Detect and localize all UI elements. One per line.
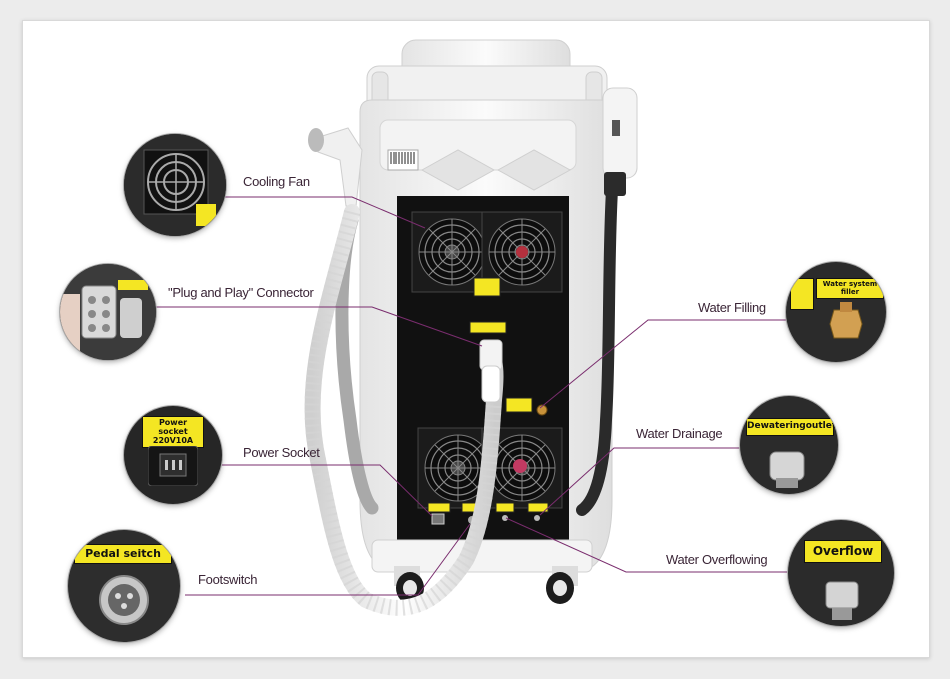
vent-grille bbox=[420, 149, 572, 191]
leader-lines bbox=[150, 196, 792, 596]
barcode-sticker bbox=[387, 149, 419, 171]
water-system-filler-tag: Water system filler bbox=[816, 278, 884, 300]
right-handpiece bbox=[602, 87, 638, 196]
water-drainage-callout: Dewateringoutlet bbox=[740, 396, 838, 494]
plug-connector-callout bbox=[60, 264, 156, 360]
warning-sticker bbox=[469, 321, 507, 334]
handpiece-cable bbox=[576, 184, 618, 516]
water-filling-callout: Water system filler bbox=[786, 262, 886, 362]
water-filling-label: Water Filling bbox=[698, 300, 766, 315]
warning-sticker bbox=[495, 502, 515, 513]
plug-connector bbox=[479, 339, 503, 403]
dewatering-outlet-tag: Dewateringoutlet bbox=[746, 418, 836, 436]
drainage-port bbox=[534, 515, 540, 521]
footswitch-callout: Pedal seitch bbox=[68, 530, 180, 642]
power-socket-tag: Power socket 220V10A bbox=[142, 416, 204, 449]
cooling-fan-label: Cooling Fan bbox=[243, 174, 310, 189]
water-overflowing-callout: Overflow bbox=[788, 520, 894, 626]
water-drainage-label: Water Drainage bbox=[636, 426, 723, 441]
water-overflowing-label: Water Overflowing bbox=[666, 552, 768, 567]
machine-base bbox=[371, 539, 593, 604]
plug-and-play-label: "Plug and Play" Connector bbox=[168, 285, 314, 300]
water-filler-port bbox=[536, 404, 548, 416]
power-socket-label: Power Socket bbox=[243, 445, 320, 460]
left-handpiece bbox=[308, 127, 363, 207]
overflow-port bbox=[502, 515, 508, 521]
pedal-switch-tag: Pedal seitch bbox=[74, 544, 172, 565]
warning-sticker bbox=[427, 502, 451, 513]
power-socket-callout: Power socket 220V10A bbox=[124, 406, 222, 504]
footswitch-label: Footswitch bbox=[198, 572, 258, 587]
warning-sticker bbox=[505, 397, 533, 413]
cooling-fan-callout bbox=[124, 134, 226, 236]
overflow-tag: Overflow bbox=[804, 540, 882, 564]
warning-sticker bbox=[473, 277, 501, 297]
power-socket-port bbox=[431, 513, 445, 525]
